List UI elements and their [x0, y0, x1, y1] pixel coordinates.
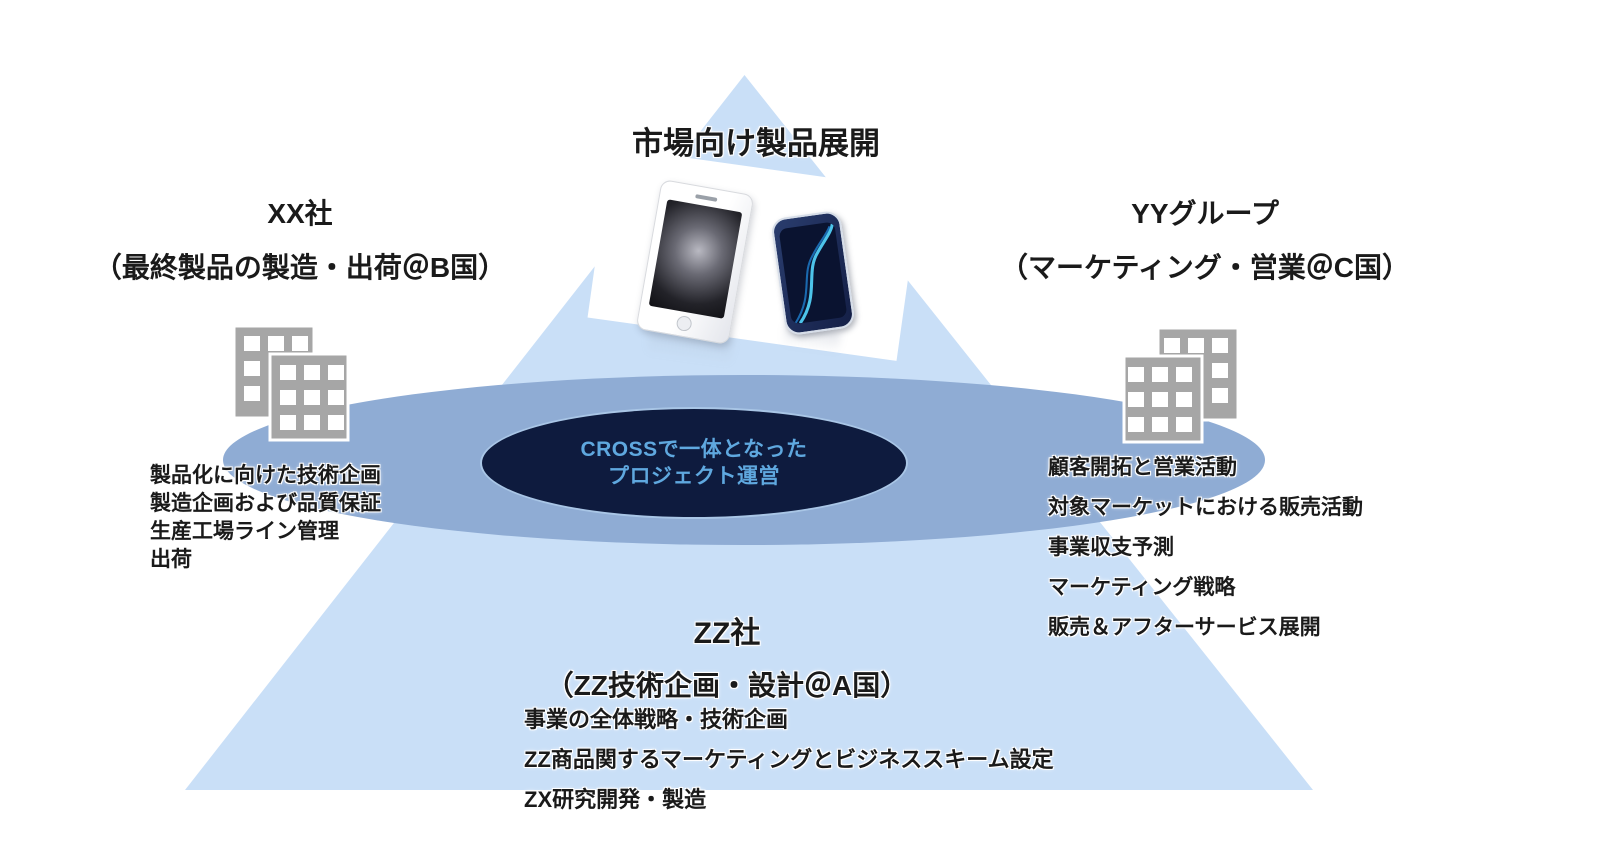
zz-company-label: ZZ社: [693, 617, 761, 650]
yy-company-label: YYグループ: [1131, 198, 1279, 229]
phone-speaker: [695, 194, 718, 202]
task-item: 製造企画および品質保証: [150, 492, 381, 515]
core-text-line1: CROSSで一体となった: [580, 438, 808, 461]
task-item: 事業収支予測: [1048, 536, 1174, 559]
task-item: 事業の全体戦略・技術企画: [524, 707, 789, 732]
zz-task-list: 事業の全体戦略・技術企画 ZZ商品関するマーケティングとビジネススキーム設定 Z…: [524, 700, 1054, 820]
building-icon-left: [232, 324, 350, 442]
xx-role-label: （最終製品の製造・出荷＠B国）: [93, 252, 507, 283]
task-item: ZX研究開発・製造: [524, 787, 707, 812]
xx-task-list: 製品化に向けた技術企画 製造企画および品質保証 生産工場ライン管理 出荷: [150, 462, 381, 574]
xx-company-label: XX社: [267, 198, 333, 229]
cross-project-ellipse: CROSSで一体となった プロジェクト運営: [480, 407, 908, 519]
phone-home-button: [675, 314, 693, 333]
task-item: 製品化に向けた技術企画: [150, 464, 381, 487]
core-text-line2: プロジェクト運営: [608, 465, 780, 488]
blue-smartphone-image: [770, 209, 856, 337]
task-item: 顧客開拓と営業活動: [1048, 456, 1237, 479]
front-building: [1122, 354, 1204, 444]
yy-task-list: 顧客開拓と営業活動 対象マーケットにおける販売活動 事業収支予測 マーケティング…: [1048, 448, 1363, 648]
blue-light-swoosh: [794, 223, 834, 325]
front-building: [268, 352, 350, 442]
task-item: 販売＆アフターサービス展開: [1048, 616, 1321, 639]
task-item: 生産工場ライン管理: [150, 520, 339, 543]
phone-screen: [648, 199, 743, 319]
zz-role-label: （ZZ技術企画・設計＠A国）: [545, 670, 909, 701]
building-icon-right: [1122, 326, 1240, 444]
task-item: ZZ商品関するマーケティングとビジネススキーム設定: [524, 747, 1054, 772]
task-item: 出荷: [150, 548, 192, 571]
diagram-title: 市場向け製品展開: [632, 126, 880, 161]
task-item: 対象マーケットにおける販売活動: [1048, 496, 1363, 519]
yy-role-label: （マーケティング・営業＠C国）: [1000, 252, 1410, 283]
phone-screen: [778, 221, 848, 325]
task-item: マーケティング戦略: [1048, 576, 1236, 599]
